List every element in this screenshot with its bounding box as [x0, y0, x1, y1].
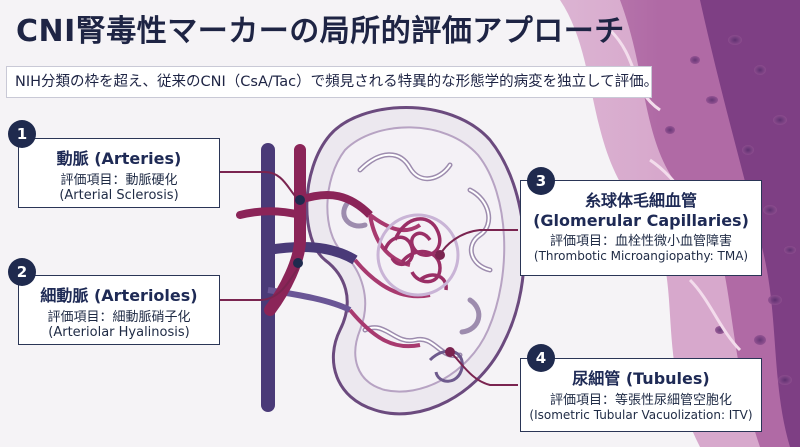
badge-4: 4: [527, 344, 555, 372]
badge-1: 1: [8, 120, 36, 148]
marker-tubules: [445, 347, 455, 357]
kidney-illustration: [236, 106, 526, 416]
subtitle-banner: NIH分類の枠を超え、従来のCNI（CsA/Tac）で頻見される特異的な形態学的…: [6, 66, 658, 98]
glomerular-metric: 評価項目：血栓性微小血管障害: [549, 234, 732, 249]
glomerular-metric-en: (Thrombotic Microangiopathy: TMA): [533, 249, 749, 263]
arterioles-metric: 評価項目：細動脈硝子化: [47, 310, 191, 325]
arteries-title: 動脈 (Arteries): [56, 149, 182, 168]
marker-arteries: [295, 195, 305, 205]
marker-glomerulus: [435, 250, 445, 260]
arteries-metric-en: (Arterial Sclerosis): [59, 188, 179, 203]
arterioles-title: 細動脈 (Arterioles): [40, 286, 198, 305]
arterioles-metric-en: (Arteriolar Hyalinosis): [48, 325, 190, 340]
tubules-metric: 評価項目：等張性尿細管空胞化: [549, 393, 732, 408]
arteries-callout: 動脈 (Arteries) 評価項目：動脈硬化 (Arterial Sclero…: [18, 138, 220, 208]
glomerular-callout: 糸球体毛細血管 (Glomerular Capillaries) 評価項目：血栓…: [520, 180, 762, 276]
glomerular-title-en: (Glomerular Capillaries): [533, 211, 749, 230]
badge-3: 3: [527, 167, 555, 195]
arteries-metric: 評価項目：動脈硬化: [60, 173, 178, 188]
tubules-callout: 尿細管 (Tubules) 評価項目：等張性尿細管空胞化 (Isometric …: [520, 358, 762, 432]
tubules-metric-en: (Isometric Tubular Vacuolization: ITV): [529, 408, 753, 422]
tubules-title: 尿細管 (Tubules): [572, 369, 710, 388]
badge-2: 2: [8, 258, 36, 286]
page-title: CNI腎毒性マーカーの局所的評価アプローチ: [16, 14, 625, 49]
arterioles-callout: 細動脈 (Arterioles) 評価項目：細動脈硝子化 (Arteriolar…: [18, 275, 220, 345]
glomerular-title: 糸球体毛細血管: [584, 191, 697, 210]
marker-arterioles: [293, 258, 303, 268]
